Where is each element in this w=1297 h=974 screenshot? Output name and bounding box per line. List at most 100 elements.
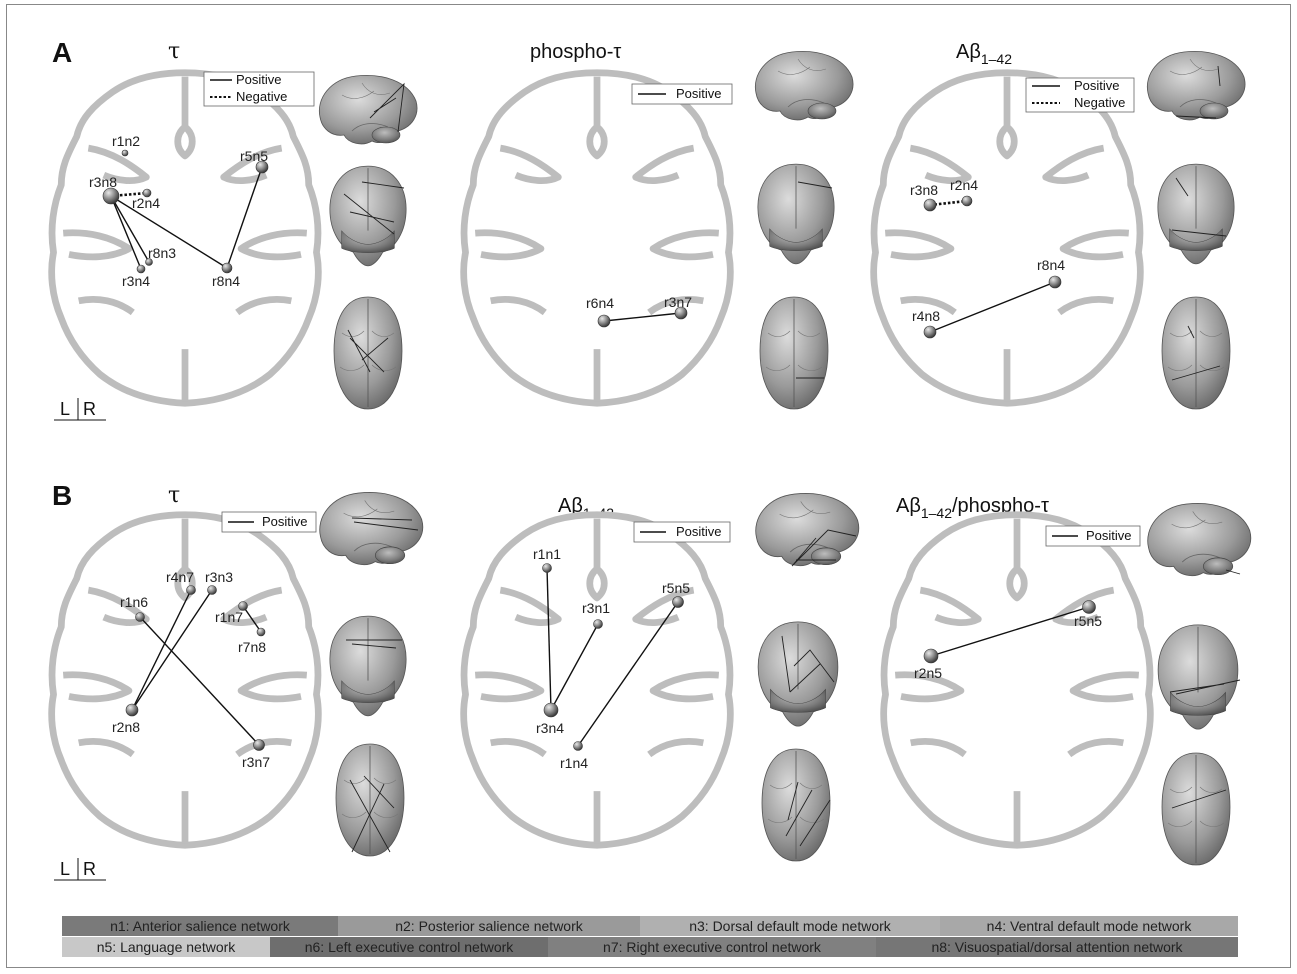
network-n4-label: n4: Ventral default mode network <box>987 918 1193 934</box>
brain-lateral-view <box>1148 503 1251 575</box>
legend-box: Positive Negative <box>204 72 314 106</box>
network-key: n1: Anterior salience network n2: Poster… <box>62 916 1238 957</box>
label-r2n5: r2n5 <box>914 665 942 681</box>
network-n5-label: n5: Language network <box>97 939 237 955</box>
panel-b-slice-abeta: Aβ1–42 Positive r1n1 r5n5 r3n1 r3n4 r1n4 <box>464 495 731 845</box>
lr-right: R <box>83 399 96 419</box>
node-r7n8 <box>257 628 265 636</box>
network-n6-label: n6: Left executive control network <box>305 939 515 955</box>
label-r1n1: r1n1 <box>533 546 561 562</box>
brain-axial-view <box>762 749 830 861</box>
legend-box: Positive <box>634 522 730 542</box>
node-r3n8 <box>103 188 119 204</box>
label-r3n7: r3n7 <box>242 754 270 770</box>
node-r1n1 <box>543 564 552 573</box>
label-r5n5: r5n5 <box>662 580 690 596</box>
label-r1n6: r1n6 <box>120 594 148 610</box>
node-r1n6 <box>136 613 145 622</box>
node-r2n8 <box>126 704 138 716</box>
node-r4n8 <box>924 326 936 338</box>
legend-positive: Positive <box>1086 528 1132 543</box>
node-r5n5 <box>673 597 684 608</box>
legend-box: Positive <box>222 512 316 532</box>
brain-coronal-view <box>758 164 834 264</box>
label-r8n3: r8n3 <box>148 245 176 261</box>
slice-title: Aβ1–42 <box>956 41 1012 67</box>
lr-marker: L R <box>54 398 106 420</box>
lr-right: R <box>83 859 96 879</box>
legend-box: Positive Negative <box>1026 78 1134 112</box>
panel-b-slice-tau: τ Positive r4n7 r3n3 r1n6 r1n7 r7n8 r2n8 <box>52 483 319 880</box>
label-r5n5: r5n5 <box>240 148 268 164</box>
network-n2-label: n2: Posterior salience network <box>395 918 584 934</box>
label-r4n7: r4n7 <box>166 569 194 585</box>
legend-negative: Negative <box>1074 95 1125 110</box>
node-r4n7 <box>187 586 196 595</box>
node-r2n4 <box>962 196 972 206</box>
node-r5n5 <box>1083 601 1096 614</box>
slice-title: τ <box>168 39 180 64</box>
node-r3n8 <box>924 199 936 211</box>
legend-box: Positive <box>1046 526 1140 546</box>
node-r2n5 <box>924 649 938 663</box>
legend-negative: Negative <box>236 89 287 104</box>
node-r1n2 <box>122 150 128 156</box>
panel-a-slice-tau: τ Positive Negative r1n2 r5n5 r3n8 <box>52 39 319 420</box>
label-r1n2: r1n2 <box>112 133 140 149</box>
brain-axial-view <box>760 297 828 409</box>
brain-axial-view <box>334 297 402 409</box>
legend-positive: Positive <box>262 514 308 529</box>
lr-left: L <box>60 399 70 419</box>
label-r6n4: r6n4 <box>586 295 614 311</box>
node-r3n1 <box>594 620 603 629</box>
label-r4n8: r4n8 <box>912 308 940 324</box>
lr-marker: L R <box>54 858 106 880</box>
brain-lateral-view <box>756 493 859 565</box>
label-r2n4: r2n4 <box>132 195 160 211</box>
slice-title: phospho-τ <box>530 41 621 63</box>
node-r6n4 <box>598 315 610 327</box>
node-r3n3 <box>208 586 217 595</box>
network-n7-label: n7: Right executive control network <box>603 939 822 955</box>
legend-positive: Positive <box>676 86 722 101</box>
legend-box: Positive <box>632 84 732 104</box>
panel-a-slice-phospho-tau: phospho-τ Positive r6n4 r3n7 <box>464 41 732 403</box>
panel-a-letter: A <box>52 37 72 68</box>
label-r3n3: r3n3 <box>205 569 233 585</box>
node-r3n4 <box>544 703 558 717</box>
label-r7n8: r7n8 <box>238 639 266 655</box>
panel-b-letter: B <box>52 480 72 511</box>
brain-coronal-view <box>1158 164 1234 264</box>
label-r3n8: r3n8 <box>89 174 117 190</box>
brain-coronal-view <box>1158 625 1238 729</box>
legend-positive: Positive <box>1074 78 1120 93</box>
network-n1-label: n1: Anterior salience network <box>110 918 291 934</box>
brain-coronal-view <box>758 622 838 726</box>
label-r3n4: r3n4 <box>122 273 150 289</box>
brain-lateral-view <box>755 51 853 120</box>
slice-title: τ <box>168 483 180 508</box>
network-n3-label: n3: Dorsal default mode network <box>689 918 892 934</box>
brain-coronal-view <box>330 616 406 716</box>
label-r5n5: r5n5 <box>1074 613 1102 629</box>
label-r2n4: r2n4 <box>950 177 978 193</box>
node-r1n4 <box>574 742 583 751</box>
lr-left: L <box>60 859 70 879</box>
brain-axial-view <box>1162 297 1230 409</box>
label-r8n4: r8n4 <box>212 273 240 289</box>
node-r3n7 <box>254 740 265 751</box>
label-r3n7: r3n7 <box>664 294 692 310</box>
label-r3n4: r3n4 <box>536 720 564 736</box>
label-r3n8: r3n8 <box>910 182 938 198</box>
label-r3n1: r3n1 <box>582 600 610 616</box>
label-r8n4: r8n4 <box>1037 257 1065 273</box>
panel-b-slice-abeta-phospho-tau: Aβ1–42/phospho-τ Positive r5n5 r2n5 <box>884 495 1151 845</box>
label-r1n4: r1n4 <box>560 755 588 771</box>
node-r8n4 <box>1049 276 1061 288</box>
legend-positive: Positive <box>676 524 722 539</box>
brain-axial-view <box>1162 753 1230 865</box>
label-r1n7: r1n7 <box>215 609 243 625</box>
node-r3n4 <box>137 265 145 273</box>
